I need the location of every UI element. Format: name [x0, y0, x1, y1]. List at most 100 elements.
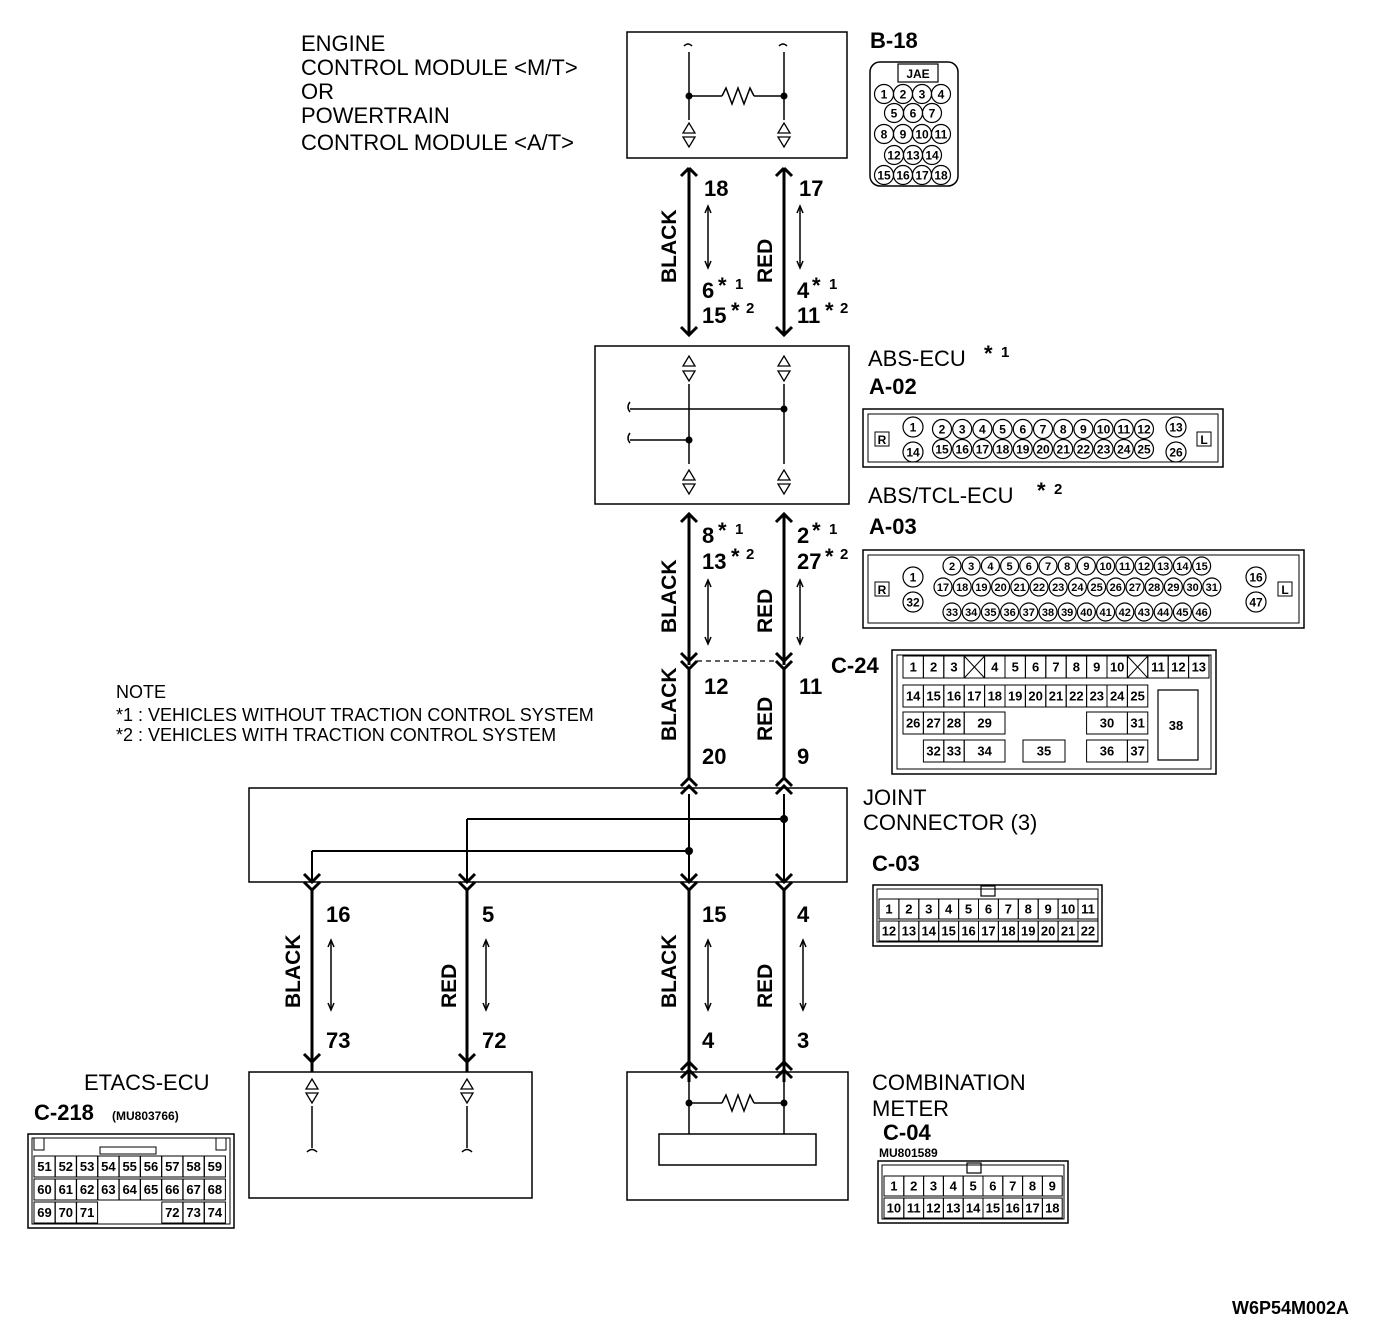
svg-text:1: 1: [829, 276, 837, 293]
pin-label: 29: [977, 716, 991, 731]
connector-b18-vendor: JAE: [906, 67, 929, 81]
pin-label: 2: [939, 422, 946, 436]
pin-label: 18: [988, 689, 1002, 704]
pin-label: 14: [922, 924, 937, 939]
pin-label: 11: [1117, 422, 1130, 436]
pin-label: 9: [1045, 902, 1052, 917]
wire-seg2-left-color: BLACK: [658, 560, 681, 634]
pin-label: 10: [1110, 660, 1124, 675]
pin-label: 8: [1060, 422, 1067, 436]
connector-side-label: R: [878, 433, 887, 447]
pin-label: 19: [1021, 924, 1035, 939]
ecm-label-line1: ENGINE: [301, 31, 385, 56]
pin-label: 6: [1026, 561, 1032, 573]
pin-label: 20: [1041, 924, 1055, 939]
pin-label: 6: [1019, 422, 1026, 436]
pin-jc-15: 15: [702, 902, 726, 927]
svg-text:*: *: [812, 518, 821, 543]
pin-jc-9: 9: [797, 744, 809, 769]
pin-label: 8: [1064, 561, 1070, 573]
pin-label: 8: [1029, 1179, 1036, 1194]
pin-label: 39: [1061, 607, 1073, 619]
ecm-label-line2: CONTROL MODULE <M/T>: [301, 55, 578, 80]
pin-label: 64: [122, 1182, 137, 1197]
pin-label: 54: [101, 1159, 116, 1174]
combination-meter-module: COMBINATION METER C-04 MU801589: [626, 1070, 1026, 1201]
pin-label: 4: [987, 561, 994, 573]
pin-abs-8: 8: [702, 523, 714, 548]
pin-label: 22: [1077, 442, 1091, 456]
pin-label: 35: [984, 607, 996, 619]
pin-label: 33: [947, 744, 961, 759]
pin-label: 7: [1005, 902, 1012, 917]
ecm-label-line4: POWERTRAIN: [301, 103, 450, 128]
pin-jc-4: 4: [797, 902, 810, 927]
pin-label: 13: [1157, 561, 1169, 573]
pin-label: 7: [929, 106, 936, 120]
pin-label: 18: [1001, 924, 1015, 939]
pin-label: 44: [1157, 607, 1170, 619]
pin-label: 37: [1130, 744, 1144, 759]
pin-label: 31: [1206, 582, 1218, 594]
svg-text:*: *: [825, 298, 834, 323]
abs-ecu-name: ABS-ECU: [868, 346, 966, 371]
meter-gauge: [658, 1133, 817, 1166]
wire-seg3-left-color: BLACK: [658, 668, 681, 742]
pin-label: 34: [977, 744, 992, 759]
wire-etacs-black-color: BLACK: [282, 935, 305, 1009]
pin-abs-4: 4: [797, 278, 810, 303]
connector-a02-id: A-02: [869, 374, 917, 399]
etacs-ecu-name: ETACS-ECU: [84, 1070, 210, 1095]
svg-text:*: *: [825, 544, 834, 569]
pin-label: 10: [887, 1201, 901, 1216]
wire-segment-2: BLACK RED 8 * 1 13 * 2 2 * 1 27 * 2: [658, 511, 848, 672]
pin-label: 10: [915, 127, 929, 141]
pin-label: 3: [950, 660, 957, 675]
svg-text:2: 2: [1054, 481, 1062, 498]
pin-abs-tcl-27: 27: [797, 549, 821, 574]
pin-label: 19: [1008, 689, 1022, 704]
pin-label: 28: [1148, 582, 1160, 594]
abs-ecu-box: [594, 345, 850, 505]
svg-text:1: 1: [735, 521, 743, 538]
pin-label: 4: [950, 1179, 958, 1194]
pin-label: 26: [1169, 445, 1183, 459]
pin-label: 59: [208, 1159, 222, 1174]
pin-label: 2: [910, 1179, 917, 1194]
pin-label: 5: [999, 422, 1006, 436]
pin-label: 41: [1099, 607, 1111, 619]
wire-seg3-right-color: RED: [754, 697, 777, 741]
pin-label: 1: [910, 420, 917, 434]
pin-label: 8: [881, 127, 888, 141]
connector-c04-part: MU801589: [879, 1146, 938, 1160]
pin-label: 32: [926, 744, 940, 759]
pin-label: 15: [926, 689, 940, 704]
pin-label: 5: [965, 902, 972, 917]
etacs-ecu-module: ETACS-ECU C-218 (MU803766): [34, 1070, 533, 1199]
note-line-2: *2 : VEHICLES WITH TRACTION CONTROL SYST…: [116, 725, 556, 745]
connector-side-label: R: [878, 583, 887, 597]
connector-b18-id: B-18: [870, 28, 918, 53]
note-title: NOTE: [116, 682, 166, 702]
wire-etacs-red-color: RED: [438, 964, 461, 1008]
wire-seg2-right-color: RED: [754, 589, 777, 633]
pin-label: 30: [1100, 716, 1114, 731]
pin-label: 63: [101, 1182, 115, 1197]
pin-label: 9: [1049, 1179, 1056, 1194]
joint-connector-label-line2: CONNECTOR (3): [863, 810, 1037, 835]
svg-text:2: 2: [840, 300, 848, 317]
ecm-label-line3: OR: [301, 79, 334, 104]
wire-meter-black-color: BLACK: [658, 935, 681, 1009]
pin-label: 12: [1171, 660, 1185, 675]
pin-label: 45: [1176, 607, 1188, 619]
pin-abs-tcl-15: 15: [702, 303, 726, 328]
pin-label: 14: [966, 1201, 981, 1216]
pin-label: 12: [1137, 422, 1151, 436]
connector-c24-id: C-24: [831, 653, 879, 678]
pin-label: 46: [1195, 607, 1207, 619]
pin-label: 12: [887, 148, 901, 162]
pin-label: 2: [905, 902, 912, 917]
